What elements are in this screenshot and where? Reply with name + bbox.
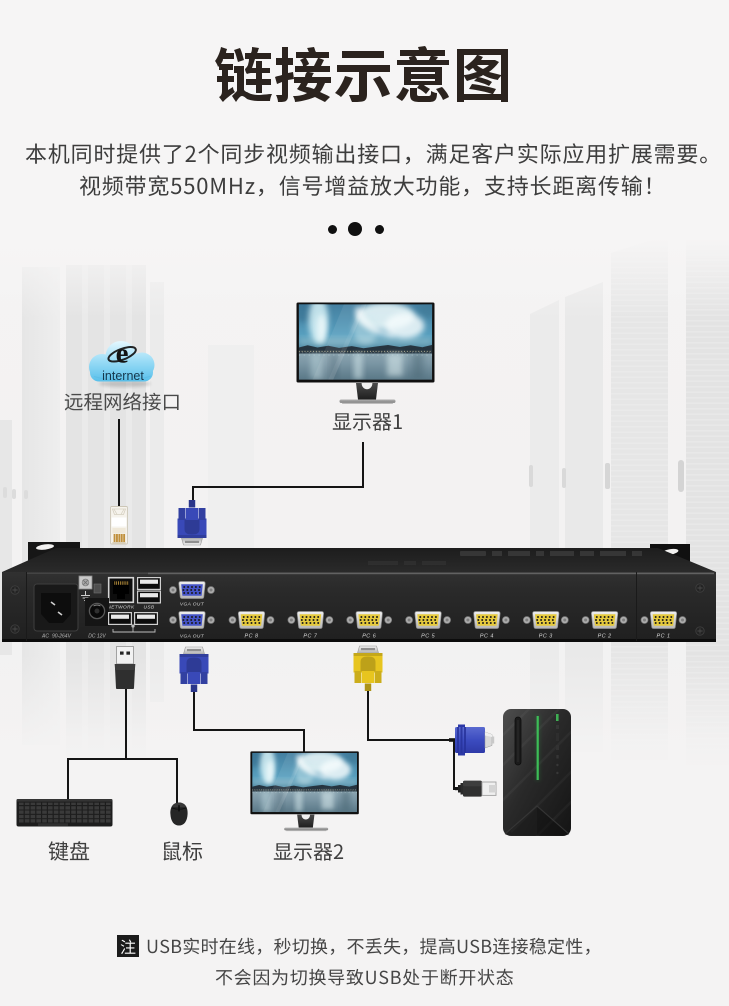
svg-text:VGA OUT: VGA OUT xyxy=(180,602,205,608)
svg-text:90-264V: 90-264V xyxy=(52,634,72,640)
svg-text:PC 5: PC 5 xyxy=(421,634,435,640)
svg-text:PC 6: PC 6 xyxy=(362,634,376,640)
svg-text:PC 3: PC 3 xyxy=(539,634,553,640)
svg-text:NETWORK: NETWORK xyxy=(107,605,135,611)
svg-text:VGA OUT: VGA OUT xyxy=(180,634,205,640)
svg-text:PC 8: PC 8 xyxy=(245,634,259,640)
svg-text:e: e xyxy=(116,338,129,370)
svg-text:PC 7: PC 7 xyxy=(303,634,317,640)
svg-text:PC 2: PC 2 xyxy=(598,634,612,640)
svg-text:internet: internet xyxy=(102,369,144,383)
svg-text:PC 4: PC 4 xyxy=(480,634,494,640)
svg-text:PC 1: PC 1 xyxy=(657,634,671,640)
svg-text:DC 12V: DC 12V xyxy=(88,634,106,640)
svg-text:AC: AC xyxy=(41,634,49,640)
svg-text:USB: USB xyxy=(143,605,154,611)
